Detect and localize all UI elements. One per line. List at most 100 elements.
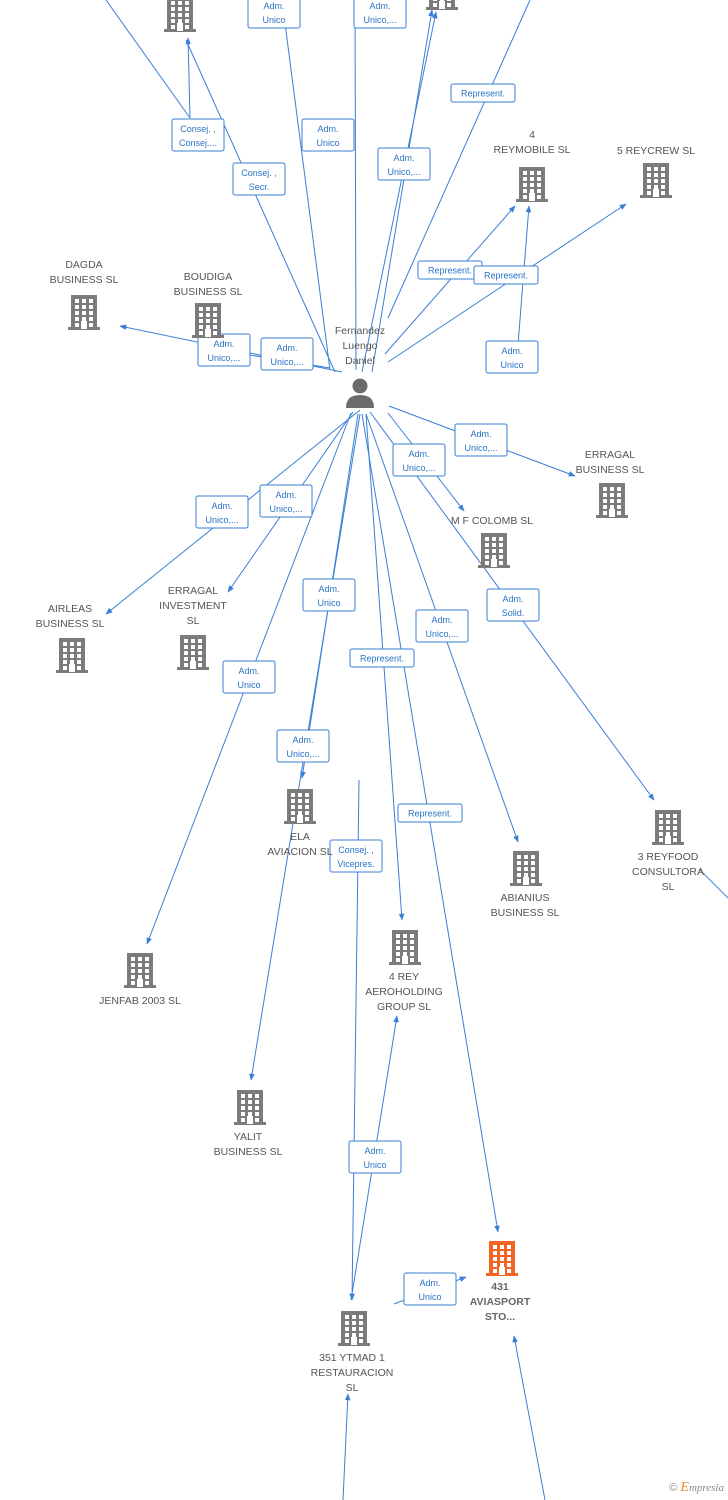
edge-label-text: Unico xyxy=(418,1292,441,1302)
building-icon xyxy=(284,789,316,824)
edge-label-box xyxy=(247,0,301,29)
company-node-jenfab[interactable]: JENFAB 2003 SL xyxy=(99,953,181,1007)
edge-label-text: Represent. xyxy=(428,266,472,276)
edge-label-text: Represent. xyxy=(360,654,404,664)
edge-line xyxy=(384,205,516,355)
edge-label-text: Unico,... xyxy=(402,463,435,473)
edge-label-text: Adm. xyxy=(393,153,414,163)
edge-label[interactable]: Adm.Unico,... xyxy=(259,484,313,518)
node-label: AVIASPORT xyxy=(470,1296,531,1308)
edge-label[interactable]: Adm.Solid. xyxy=(486,588,540,622)
edge-label[interactable]: Adm.Unico xyxy=(403,1272,457,1306)
edge-label-text: Unico,... xyxy=(363,15,396,25)
edge-label-box xyxy=(473,265,539,285)
edge-label[interactable]: Adm.Unico,... xyxy=(377,147,431,181)
company-node-mfcolomb[interactable]: M F COLOMB SL xyxy=(451,515,533,568)
edge-label[interactable]: Represent. xyxy=(397,803,463,823)
building-icon xyxy=(56,638,88,673)
edge-label-text: Unico,... xyxy=(269,504,302,514)
building-icon xyxy=(164,0,196,32)
edge-label-text: Adm. xyxy=(408,449,429,459)
edge-label-box xyxy=(377,147,431,181)
company-node-reycrew[interactable]: 5 REYCREW SL xyxy=(617,145,695,198)
edge-label[interactable]: Adm.Unico xyxy=(222,660,276,694)
edge-label[interactable]: Adm.Unico xyxy=(485,340,539,374)
edge-label[interactable]: Adm.Unico,... xyxy=(276,729,330,763)
edge-label-text: Consej. , xyxy=(180,124,216,134)
edge-label-box xyxy=(349,648,415,668)
edge-label[interactable]: Consej. , Secr. xyxy=(232,162,286,196)
edge-label-text: Adm. xyxy=(364,1146,385,1156)
edge-label[interactable]: Adm.Unico xyxy=(348,1140,402,1174)
node-label: SL xyxy=(662,881,675,893)
node-label: 4 xyxy=(529,129,535,141)
building-icon xyxy=(426,0,458,10)
node-label: ERRAGAL xyxy=(585,449,635,461)
edge-label[interactable]: Represent. xyxy=(417,260,483,280)
node-label: 5 REYCREW SL xyxy=(617,145,695,157)
edge-line xyxy=(387,0,531,319)
edge-label[interactable]: Adm.Unico,... xyxy=(260,337,314,371)
edge-label-text: Adm. xyxy=(317,124,338,134)
edge-label[interactable]: Adm.Unico xyxy=(302,578,356,612)
company-node-aviasport[interactable]: 431AVIASPORTSTO... xyxy=(470,1241,531,1323)
edge-label[interactable]: Adm.Unico,... xyxy=(454,423,508,457)
edge-label[interactable]: Represent. xyxy=(473,265,539,285)
building-icon xyxy=(389,930,421,965)
edge-label[interactable]: Adm.Unico,... xyxy=(197,333,251,367)
edge-label[interactable]: Adm.Unico xyxy=(247,0,301,29)
node-label: 3 REYFOOD xyxy=(638,851,699,863)
edge-label[interactable]: Represent. xyxy=(450,83,516,103)
node-label: BOUDIGA xyxy=(184,271,232,283)
edge-line xyxy=(281,0,331,371)
edge-label[interactable]: Consej. ,Vicepres. xyxy=(329,839,383,873)
edge-label[interactable]: Adm. Unico,... xyxy=(353,0,407,29)
brand-footer[interactable]: ©Empresia xyxy=(669,1480,724,1496)
node-label: AIRLEAS xyxy=(48,603,92,615)
edge-label-text: Secr. xyxy=(249,182,270,192)
edge-label-text: Unico,... xyxy=(425,629,458,639)
edge-label-box xyxy=(403,1272,457,1306)
edge-label-text: Adm. xyxy=(263,1,284,11)
node-label: SL xyxy=(187,615,200,627)
edge-label[interactable]: Adm. Unico,... xyxy=(392,443,446,477)
edge-label-text: Adm. xyxy=(502,594,523,604)
company-node-top2[interactable] xyxy=(426,0,458,10)
edge-label[interactable]: Represent. xyxy=(349,648,415,668)
edge-label-text: Adm. xyxy=(470,429,491,439)
edge-line xyxy=(512,1335,546,1500)
building-icon xyxy=(177,635,209,670)
edge-label-text: Consej. , xyxy=(241,168,277,178)
node-label: BUSINESS SL xyxy=(491,907,560,919)
building-icon xyxy=(516,167,548,202)
edge-label-box xyxy=(197,333,251,367)
edge-label-text: Adm. xyxy=(369,1,390,11)
edge-label[interactable]: Consej. ,Consej.... xyxy=(171,118,225,152)
edge-label[interactable]: Adm.Unico,... xyxy=(195,495,249,529)
edge-label[interactable]: Adm.Unico,... xyxy=(415,609,469,643)
edge-line xyxy=(354,0,357,371)
company-node-top1[interactable] xyxy=(164,0,196,32)
building-icon xyxy=(652,810,684,845)
edge-line xyxy=(105,0,191,119)
edge-line xyxy=(361,413,500,1233)
edge-label-box xyxy=(259,484,313,518)
edge-label[interactable]: Adm.Unico xyxy=(301,118,355,152)
edge-label-box xyxy=(301,118,355,152)
